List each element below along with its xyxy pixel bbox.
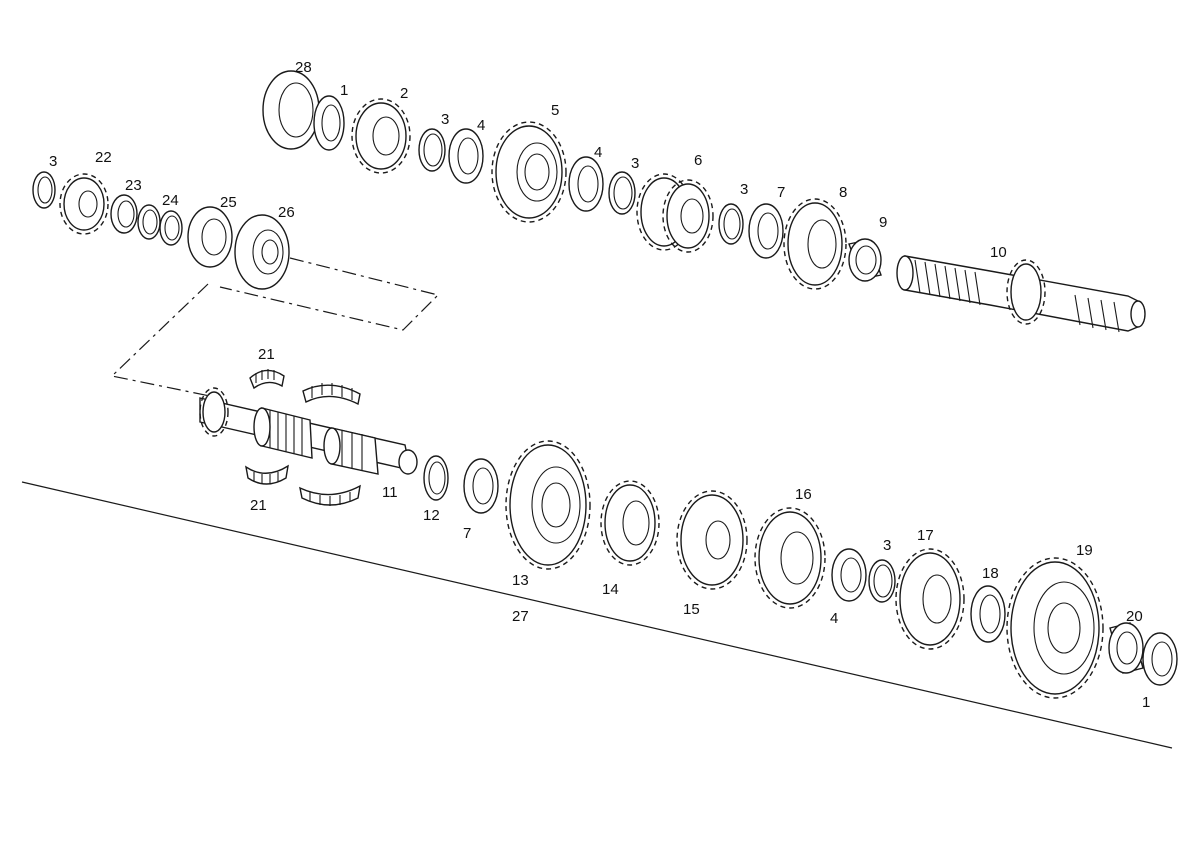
callout-1-lower: 1 [1142,694,1150,711]
callout-7-upper: 7 [777,184,785,201]
callout-3-e: 3 [883,537,891,554]
callout-16: 16 [795,486,812,503]
callout-11: 11 [382,484,398,501]
callout-14: 14 [602,581,619,598]
callout-28: 28 [295,59,312,76]
seal-25 [187,206,233,268]
callout-23: 23 [125,177,142,194]
o-ring-24b [159,210,183,246]
callout-24: 24 [162,192,179,209]
gear-6 [636,173,714,253]
gear-17 [895,548,965,650]
gear-14 [600,480,660,566]
callout-3-a: 3 [441,111,449,128]
gear-15 [676,490,748,590]
gear-16 [754,507,826,609]
callout-21-bottom: 21 [250,497,267,514]
bearing-26 [234,214,290,290]
callout-3-d: 3 [49,153,57,170]
washer-4-b [568,156,604,212]
callout-18: 18 [982,565,999,582]
callout-17: 17 [917,527,934,544]
callout-25: 25 [220,194,237,211]
circlip-3-b [608,171,636,215]
callout-22: 22 [95,149,112,166]
callout-4-c: 4 [830,610,838,627]
needle-bearing-21-top-left [249,369,285,390]
circlip-3-a [418,128,446,172]
assembly-path-lower [110,283,211,397]
main-shaft-10 [896,255,1146,333]
callout-19: 19 [1076,542,1093,559]
callout-8: 8 [839,184,847,201]
needle-bearing-21-bottom-left [245,464,289,485]
callout-15: 15 [683,601,700,618]
needle-bearing-9 [848,238,882,282]
callout-3-b: 3 [631,155,639,172]
washer-1-lower [1142,632,1178,686]
gear-13 [505,440,591,570]
callout-4-a: 4 [477,117,485,134]
circlip-3-c [718,203,744,245]
countershaft-11 [199,387,418,475]
washer-1-upper [313,95,345,151]
gear-2 [351,98,411,174]
washer-7-lower [463,458,499,514]
needle-bearing-21-top-right [302,383,361,406]
gear-5 [491,121,567,223]
circlip-3-d [32,171,56,209]
needle-bearing-21-bottom-right [299,484,361,506]
gear-8 [783,198,847,290]
washer-18 [970,585,1006,643]
callout-3-c: 3 [740,181,748,198]
circlip-3-e [868,559,896,603]
callout-26: 26 [278,204,295,221]
callout-12: 12 [423,507,440,524]
circlip-12 [423,455,449,501]
washer-4-a [448,128,484,184]
washer-4-c [831,548,867,602]
base-line [21,481,1173,749]
callout-20: 20 [1126,608,1143,625]
callout-7-lower: 7 [463,525,471,542]
needle-bearing-20 [1108,622,1144,674]
sprocket-22 [59,173,109,235]
washer-7-upper [748,203,784,259]
o-ring-24a [137,204,161,240]
callout-5: 5 [551,102,559,119]
bearing-28 [262,70,320,150]
callout-6: 6 [694,152,702,169]
spacer-23 [110,194,138,234]
callout-1-upper: 1 [340,82,348,99]
callout-21-top: 21 [258,346,275,363]
callout-13: 13 [512,572,529,589]
gear-19 [1006,557,1104,699]
callout-4-b: 4 [594,144,602,161]
callout-27: 27 [512,608,529,625]
callout-10: 10 [990,244,1007,261]
callout-9: 9 [879,214,887,231]
callout-2: 2 [400,85,408,102]
